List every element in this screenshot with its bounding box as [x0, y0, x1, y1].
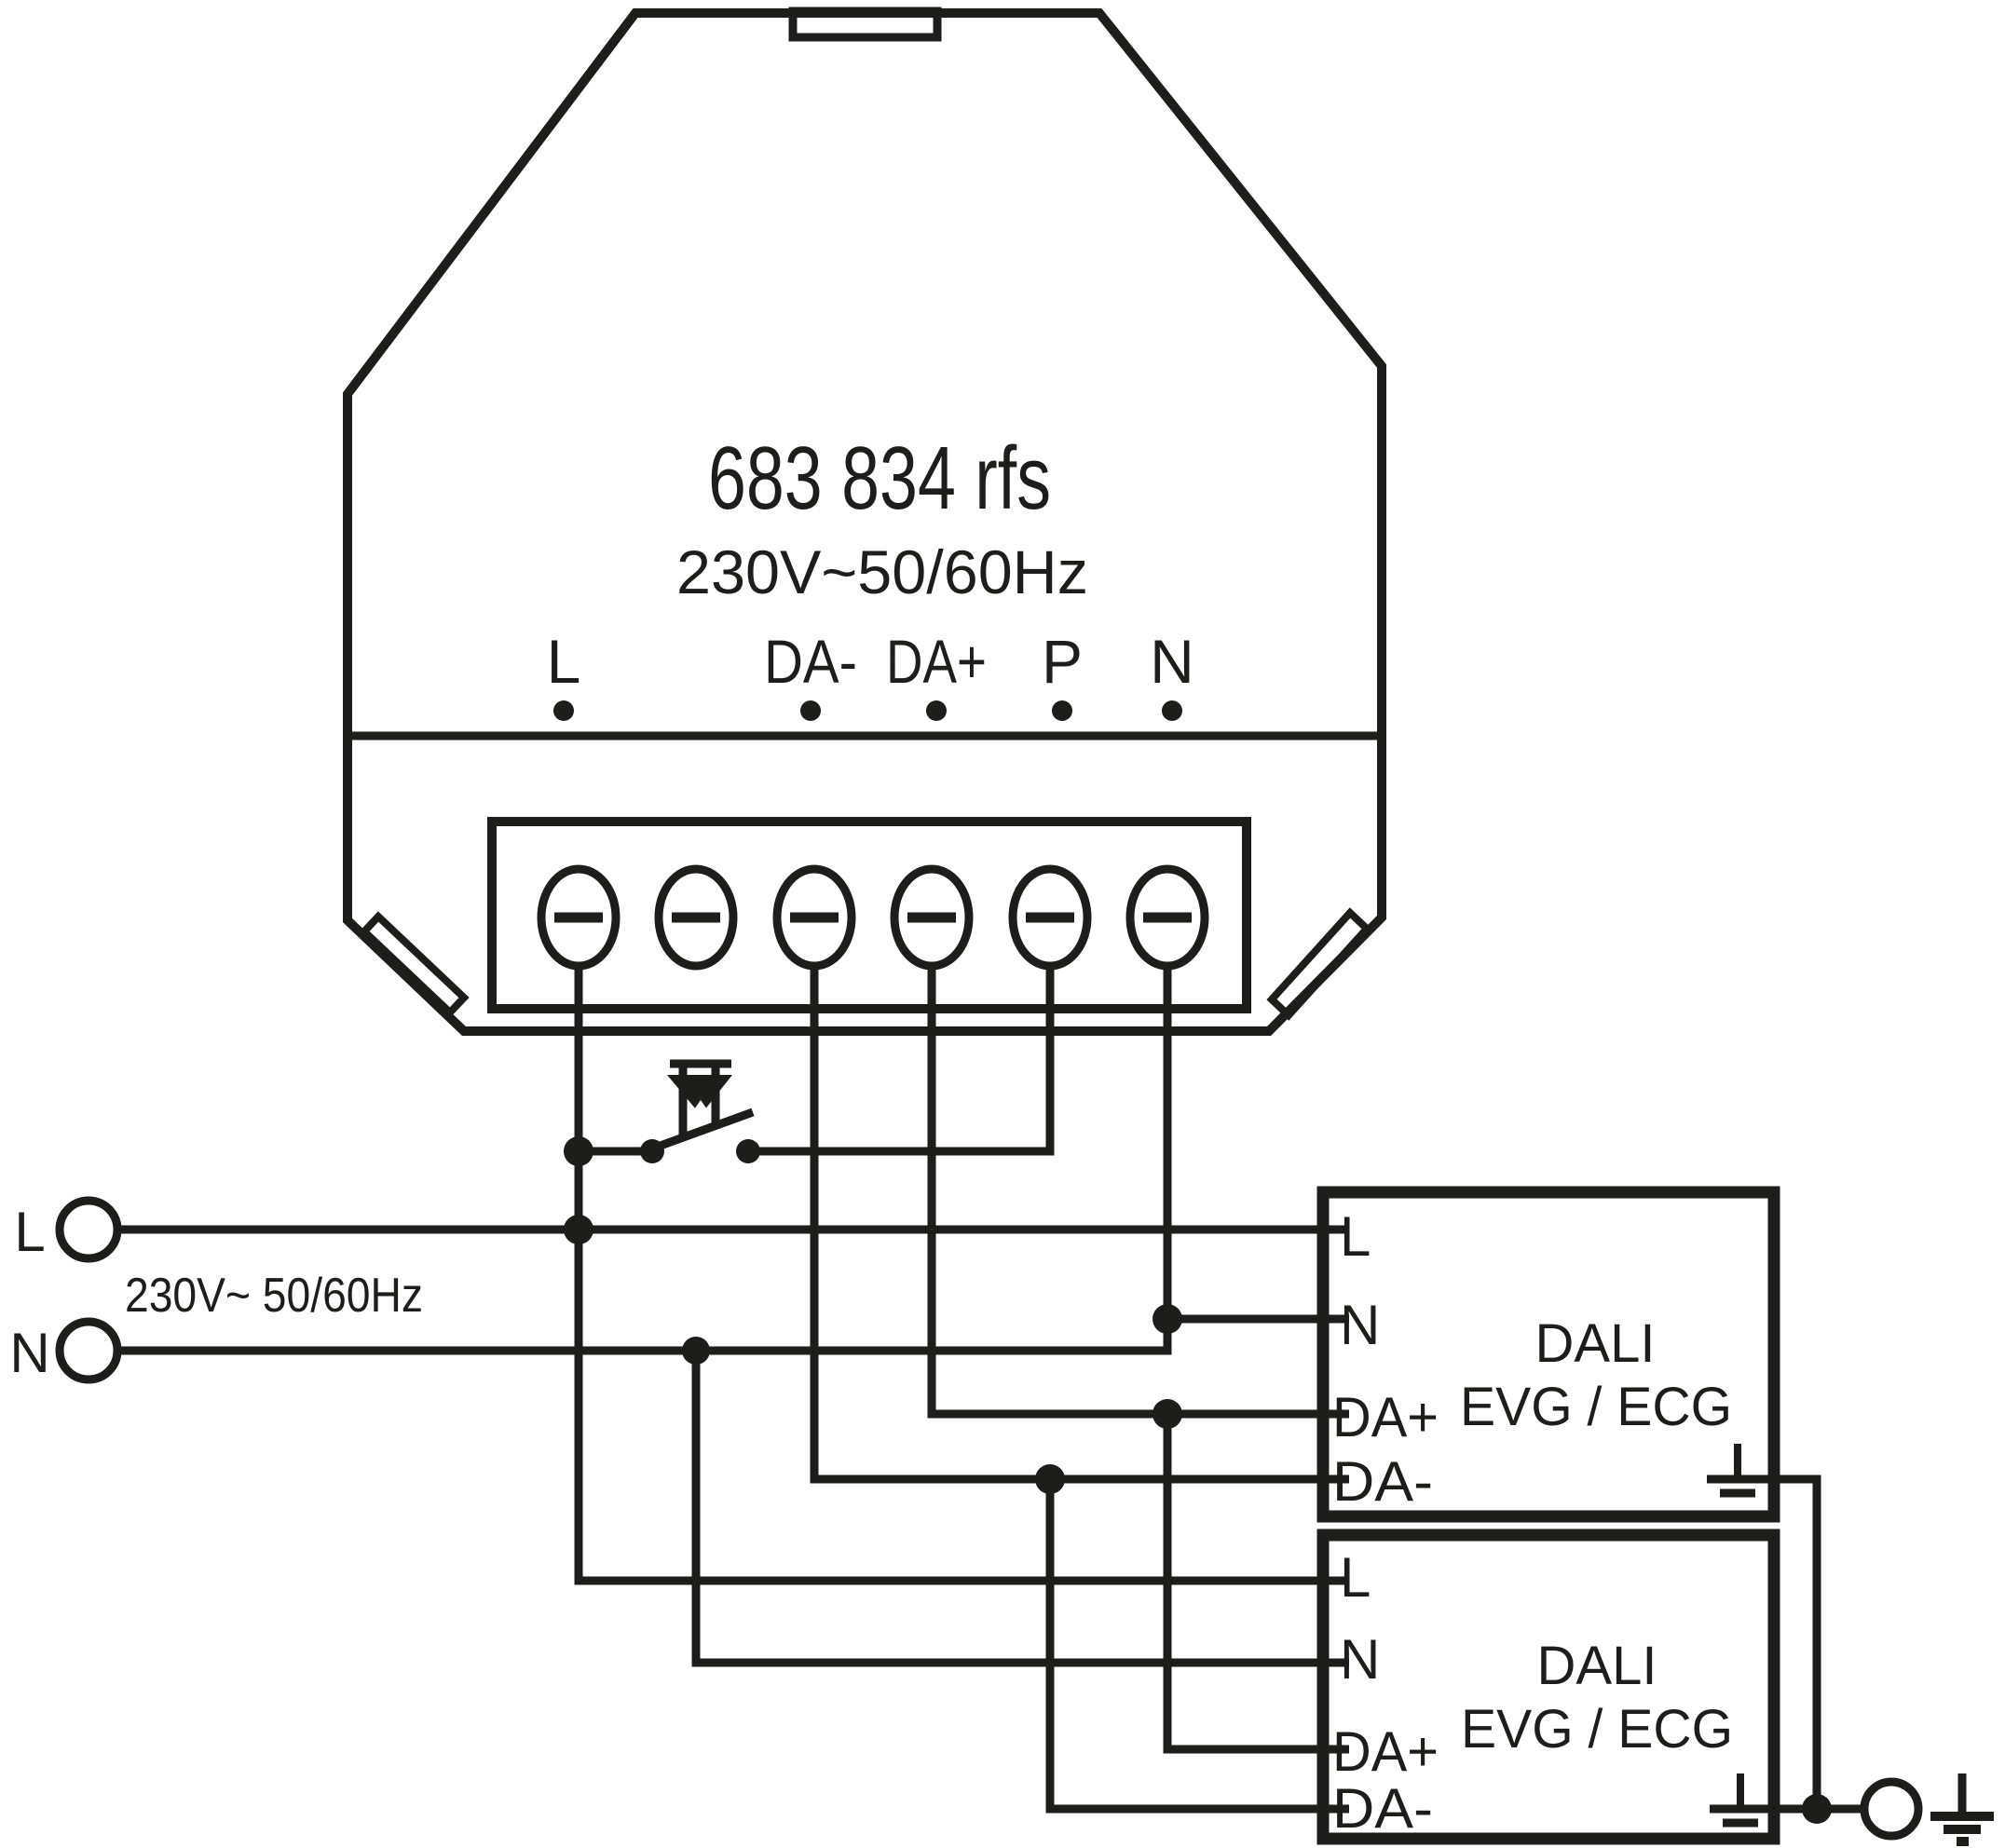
junction-n-node	[1153, 1304, 1182, 1334]
device-title: 683 834 rfs	[708, 428, 1051, 528]
junction-l-supply	[564, 1215, 593, 1244]
l-wire	[574, 966, 1349, 1585]
supply-n-line	[117, 1319, 1172, 1355]
ballast1-kind: EVG / ECG	[1460, 1377, 1732, 1437]
ballast1-earth-icon	[1707, 1444, 1768, 1498]
supply-rating-label: 230V~ 50/60Hz	[125, 1269, 423, 1323]
terminal-label-l: L	[547, 627, 581, 696]
screw-terminal-5	[1008, 864, 1092, 971]
ballast2-terminal-da-minus: DA-	[1332, 1777, 1433, 1840]
ballast2-type: DALI	[1537, 1636, 1657, 1696]
ballast1-terminal-l: L	[1340, 1205, 1371, 1268]
ballast1-outline	[1316, 1186, 1780, 1523]
supply-l-label: L	[14, 1201, 45, 1263]
supply-n-label: N	[9, 1322, 49, 1384]
claw-mark-left	[359, 911, 470, 1018]
earth-terminal-circle	[1860, 1777, 1923, 1841]
terminal-block-outline	[487, 817, 1251, 1013]
ballast1-terminal-da-plus: DA+	[1332, 1386, 1439, 1448]
ballast2-kind: EVG / ECG	[1461, 1699, 1733, 1760]
screw-terminal-2	[654, 864, 738, 971]
screw-terminal-6	[1125, 864, 1209, 971]
supply-n-terminal	[55, 1317, 122, 1384]
device-terminal-labels: L DA- DA+ P N	[547, 627, 1194, 721]
terminal-label-p: P	[1042, 627, 1083, 696]
da-plus-branch-wire	[1163, 1414, 1349, 1754]
mains-supply: L N 230V~ 50/60Hz	[9, 1196, 423, 1384]
supply-l-terminal	[55, 1196, 122, 1263]
switch-contact-left	[640, 1139, 664, 1163]
junction-l-switch	[564, 1136, 593, 1166]
switch-contact-right	[736, 1139, 760, 1163]
n-branch-wire	[691, 1351, 1349, 1667]
actuator-arrow	[667, 1075, 732, 1115]
ballast2-terminal-l: L	[1340, 1546, 1371, 1609]
claw-mark-right	[1266, 907, 1372, 1021]
terminal-label-da-plus: DA+	[886, 627, 987, 696]
junction-dots	[564, 1136, 1832, 1824]
p-wire	[748, 966, 1055, 1156]
terminal-dot-da-plus	[926, 700, 947, 721]
device-top-notch	[788, 7, 942, 42]
dali-ballast-2: L N DA+ DA- DALI EVG / ECG	[1316, 1529, 1780, 1845]
screw-terminal-3	[772, 864, 856, 971]
ballast2-outline	[1316, 1529, 1780, 1845]
dali-ballast-1: L N DA+ DA- DALI EVG / ECG	[1316, 1186, 1780, 1523]
terminal-label-da-minus: DA-	[764, 627, 857, 696]
screw-terminal-4	[890, 864, 974, 971]
push-button-symbol	[640, 1059, 760, 1163]
switch-lever	[656, 1107, 755, 1151]
ballast2-earth-icon	[1710, 1773, 1771, 1828]
junction-n-branch	[682, 1337, 710, 1365]
ballast1-type: DALI	[1535, 1313, 1656, 1374]
ballast1-terminal-da-minus: DA-	[1332, 1450, 1433, 1513]
screw-terminal-1	[537, 864, 621, 971]
da-minus-branch-wire	[1045, 1479, 1349, 1814]
ballast2-terminal-da-plus: DA+	[1332, 1720, 1439, 1783]
terminal-dot-n	[1162, 700, 1182, 721]
junction-da-plus	[1153, 1399, 1182, 1429]
da-minus-wire	[810, 966, 1349, 1484]
junction-da-minus	[1035, 1464, 1065, 1494]
junction-earth	[1802, 1794, 1832, 1824]
earth-termination	[1860, 1773, 1994, 1846]
terminal-label-n: N	[1150, 627, 1194, 696]
da-plus-wire	[927, 966, 1349, 1419]
wiring	[117, 966, 1864, 1814]
actuator-arrow-notch	[690, 1100, 711, 1115]
device-body	[343, 7, 1386, 1036]
terminal-block	[487, 817, 1251, 1013]
terminal-dot-p	[1052, 700, 1072, 721]
earth-wire-ballast1	[1767, 1474, 1821, 1809]
ballast1-terminal-n: N	[1340, 1294, 1380, 1356]
device-outline	[343, 8, 1386, 1036]
device-rating: 230V~50/60Hz	[676, 537, 1088, 606]
earth-ground-icon	[1930, 1773, 1994, 1846]
terminal-dot-da-minus	[800, 700, 821, 721]
ballast2-terminal-n: N	[1340, 1628, 1380, 1691]
terminal-dot-l	[553, 700, 574, 721]
